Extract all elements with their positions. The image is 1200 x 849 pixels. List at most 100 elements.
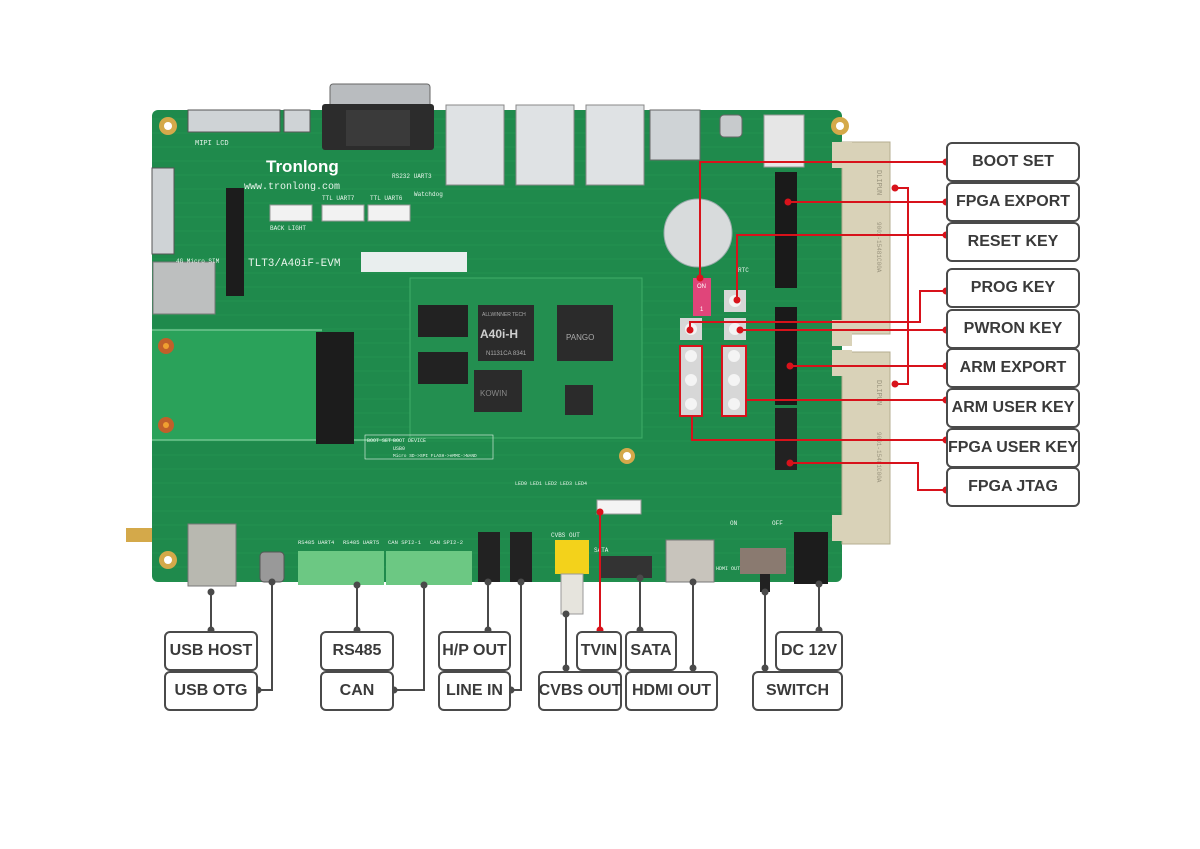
euro-part-top: 9001-15481C00A [875,222,882,273]
callout-fpga-jtag [790,462,946,491]
label-rs485: RS485 [320,631,394,671]
silk-back-light: BACK LIGHT [270,225,306,232]
silk-dip-1: 1 [700,307,704,313]
silk-mipi-lcd: MIPI LCD [195,140,229,148]
rtc-battery-holder [663,198,733,268]
euro-brand-bottom: DLIPUN [874,380,882,405]
callout-fpga-user-key [691,416,946,441]
label-dc-12v: DC 12V [775,631,843,671]
callout-usb-otg [258,582,273,691]
silk-rs485-uart4: RS485 UART4 [298,539,335,546]
label-pwron-key: PWRON KEY [946,309,1080,349]
silk-sata: SATA [594,547,609,554]
core-module [409,277,643,439]
callout-dots-gray [207,574,823,694]
backlight-header [269,204,313,222]
silk-on: ON [730,520,738,527]
silk-sim: 4G Micro SIM [176,258,220,265]
antenna-area [152,330,322,440]
cap-connector [283,109,311,133]
wifi-module [763,114,805,168]
rs485-terminal [298,551,384,585]
lvds-header [226,188,244,296]
tft-lcd-connector [151,167,175,255]
svg-text:USB0: USB0 [393,446,405,452]
board-model: TLT3/A40iF-EVM [248,258,340,270]
label-usb-host: USB HOST [164,631,258,671]
callout-reset-key [736,234,946,300]
silk-rs232: RS232 UART3 [392,173,432,180]
soc-label: A40i-H [480,327,518,341]
silk-can-spi2: CAN SPI2-2 [430,539,463,546]
callout-boot-set [699,161,946,278]
euro-connectors [832,141,891,545]
silk-leds: LED0 LED1 LED2 LED3 LED4 [515,481,587,487]
label-sata: SATA [625,631,677,671]
label-boot-set: BOOT SET [946,142,1080,182]
arm-export-header [775,307,797,405]
cvbs-barrel [560,573,584,615]
line-in-jack [510,532,532,582]
label-reset-key: RESET KEY [946,222,1080,262]
ttl-uart6-header [367,204,411,222]
label-hp-out: H/P OUT [438,631,511,671]
sata-port [600,556,652,578]
flash-chip [474,370,522,412]
silk-ttl-uart7: TTL UART7 [322,195,355,202]
silk-ttl-uart6: TTL UART6 [370,195,403,202]
svg-text:BOOT SET: BOOT SET [367,438,391,444]
brand-logo: Tronlong [266,157,339,176]
silk-watchdog: Watchdog [414,191,443,198]
can-terminal [386,551,472,585]
label-fpga-export: FPGA EXPORT [946,182,1080,222]
dc-jack [794,532,828,584]
label-hdmi-out: HDMI OUT [625,671,718,711]
euro-brand-top: DLIPUN [874,170,882,195]
callout-euro-bracket [895,187,909,385]
label-switch: SWITCH [752,671,843,711]
sim-slot [152,261,216,315]
fpga-label: PANGO [566,333,594,342]
callout-lines-red [599,161,946,630]
label-usb-otg: USB OTG [164,671,258,711]
cvbs-rca-jack [555,540,589,574]
db9-connector [322,83,434,150]
tvin-header [596,499,642,515]
sma-connector [126,528,152,542]
usb-host-port [187,523,237,587]
silk-rtc: RTC [738,267,749,274]
label-can: CAN [320,671,394,711]
label-patch [361,252,467,272]
fpga-chip [557,305,613,361]
usb-otg-port [259,551,285,583]
hp-out-jack [478,532,500,582]
mipi-lcd-connector [187,109,281,133]
silk-off: OFF [772,520,783,527]
label-cvbs-out: CVBS OUT [538,671,622,711]
hdmi-port [665,539,715,583]
flash-label: KOWIN [480,389,507,398]
silk-can-spi1: CAN SPI2-1 [388,539,422,546]
micro-sd-slot [649,109,701,161]
power-switch [740,548,786,574]
label-line-in: LINE IN [438,671,511,711]
label-arm-user-key: ARM USER KEY [946,388,1080,428]
label-fpga-jtag: FPGA JTAG [946,467,1080,507]
callout-line-in [511,582,522,691]
fpga-export-header [775,172,797,288]
usb-c-debug-port [719,114,743,138]
soc-maker: ALLWINNER TECH [482,312,526,318]
boot-dip-switch [693,278,711,316]
label-tvin: TVIN [576,631,622,671]
callout-prog-key [689,290,946,330]
svg-text:Micro SD->SPI FLASH->eMMC->NAN: Micro SD->SPI FLASH->eMMC->NAND [393,453,477,459]
m2-slot [316,332,354,444]
silk-hdmi-out: HDMI OUT [716,566,740,572]
ttl-uart7-header [321,204,365,222]
svg-text:BOOT DEVICE: BOOT DEVICE [393,438,426,444]
silk-rs485-uart5: RS485 UART5 [343,539,379,546]
boot-table: BOOT SET BOOT DEVICE USB0 Micro SD->SPI … [364,434,494,460]
soc-sub: N1131CA 8341 [486,351,527,357]
